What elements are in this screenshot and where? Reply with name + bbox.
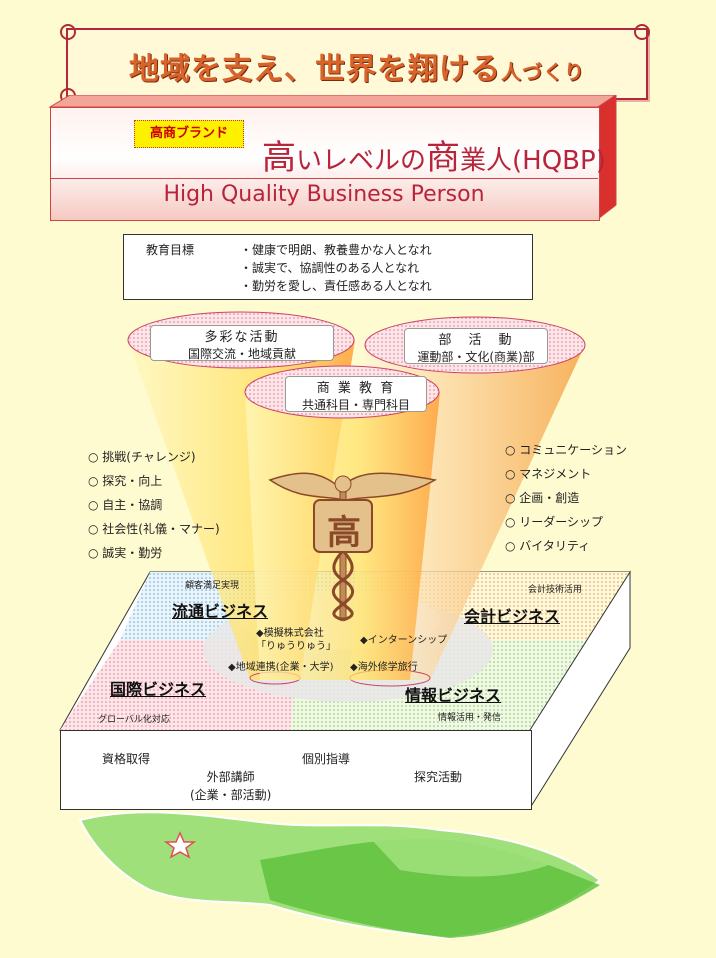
front-inquiry: 探究活動 [414, 770, 463, 784]
brand-title-big2: 商 [426, 138, 461, 178]
front-lecturer: 外部講師 (企業・部活動) [190, 768, 271, 804]
education-goals: 教育目標 ・健康で明朗、教養豊かな人となれ ・誠実で、協調性のある人となれ ・勤… [123, 234, 533, 300]
front-qualification: 資格取得 [102, 752, 151, 766]
cone-sub: 国際交流・地域貢献 [187, 347, 296, 361]
title-main: 地域を支え、世界を翔ける [129, 52, 501, 87]
cone-title: 多彩な活動 [204, 330, 280, 345]
list-item: バイタリティ [505, 534, 627, 558]
goal-item: ・勤労を愛し、責任感ある人となれ [240, 279, 432, 293]
star-icon [163, 831, 197, 859]
brand-title-part1: いレベルの [296, 146, 427, 176]
goal-item: ・健康で明朗、教養豊かな人となれ [240, 243, 432, 257]
list-item: 探究・向上 [88, 469, 220, 493]
goals-list: ・健康で明朗、教養豊かな人となれ ・誠実で、協調性のある人となれ ・勤労を愛し、… [240, 241, 432, 295]
brand-title-part2: 業人(HQBP) [460, 146, 606, 176]
goal-item: ・誠実で、協調性のある人となれ [240, 261, 420, 275]
left-traits-list: 挑戦(チャレンジ) 探究・向上 自主・協調 社会性(礼儀・マナー) 誠実・勤労 [88, 445, 220, 565]
biz-joho: 情報ビジネス [405, 686, 502, 705]
cone-sub: 共通科目・専門科目 [301, 398, 410, 412]
goals-label: 教育目標 [146, 243, 195, 257]
list-item: リーダーシップ [505, 510, 627, 534]
item-internship: ◆インターンシップ [360, 635, 448, 646]
item-mock-company: ◆模擬株式会社 「りゅうりゅう」 [256, 627, 336, 653]
item-overseas-trip: ◆海外修学旅行 [350, 662, 418, 673]
item-mock-company-line1: ◆模擬株式会社 [256, 628, 324, 639]
title-tail: 人づくり [501, 60, 585, 84]
list-item: 誠実・勤労 [88, 541, 220, 565]
cone-title: 商 業 教 育 [316, 381, 396, 396]
list-item: 企画・創造 [505, 486, 627, 510]
biz-kokusai: 国際ビジネス [110, 680, 207, 699]
region-map [78, 811, 602, 940]
note-accounting: 会計技術活用 [528, 585, 583, 595]
note-global: グローバル化対応 [98, 715, 170, 725]
cone-label-activities: 多彩な活動 国際交流・地域貢献 [150, 325, 334, 361]
item-regional: ◆地域連携(企業・大学) [228, 662, 334, 673]
list-item: 社会性(礼儀・マナー) [88, 517, 219, 541]
note-customer: 顧客満足実現 [185, 581, 240, 591]
cone-sub: 運動部・文化(商業)部 [417, 350, 535, 364]
brand-title-big1: 高 [262, 138, 296, 178]
caduceus-icon [268, 472, 438, 622]
banner-divider [50, 178, 598, 179]
emblem-char: 高 [327, 513, 361, 553]
cone-label-commerce: 商 業 教 育 共通科目・専門科目 [285, 376, 427, 412]
front-lecturer-line2: (企業・部活動) [190, 788, 272, 802]
cone-title: 部 活 動 [438, 333, 514, 348]
brand-subtitle: High Quality Business Person [163, 182, 485, 207]
item-mock-company-line2: 「りゅうりゅう」 [256, 641, 336, 652]
list-item: 挑戦(チャレンジ) [88, 445, 220, 469]
list-item: マネジメント [505, 462, 627, 486]
biz-kaikei: 会計ビジネス [464, 607, 561, 626]
brand-badge: 高商ブランド [134, 120, 244, 148]
title-scroll: 地域を支え、世界を翔ける人づくり [66, 28, 648, 100]
list-item: 自主・協調 [88, 493, 220, 517]
front-individual: 個別指導 [302, 752, 351, 766]
platform-front [60, 730, 532, 810]
page-title: 地域を支え、世界を翔ける人づくり [68, 44, 646, 88]
right-skills-list: コミュニケーション マネジメント 企画・創造 リーダーシップ バイタリティ [505, 438, 627, 558]
note-info: 情報活用・発信 [438, 713, 502, 723]
cone-label-club: 部 活 動 運動部・文化(商業)部 [404, 328, 548, 364]
front-lecturer-line1: 外部講師 [206, 770, 255, 784]
biz-ryutsu: 流通ビジネス [172, 602, 269, 621]
list-item: コミュニケーション [505, 438, 627, 462]
brand-title: 高いレベルの商業人(HQBP) [262, 130, 606, 179]
